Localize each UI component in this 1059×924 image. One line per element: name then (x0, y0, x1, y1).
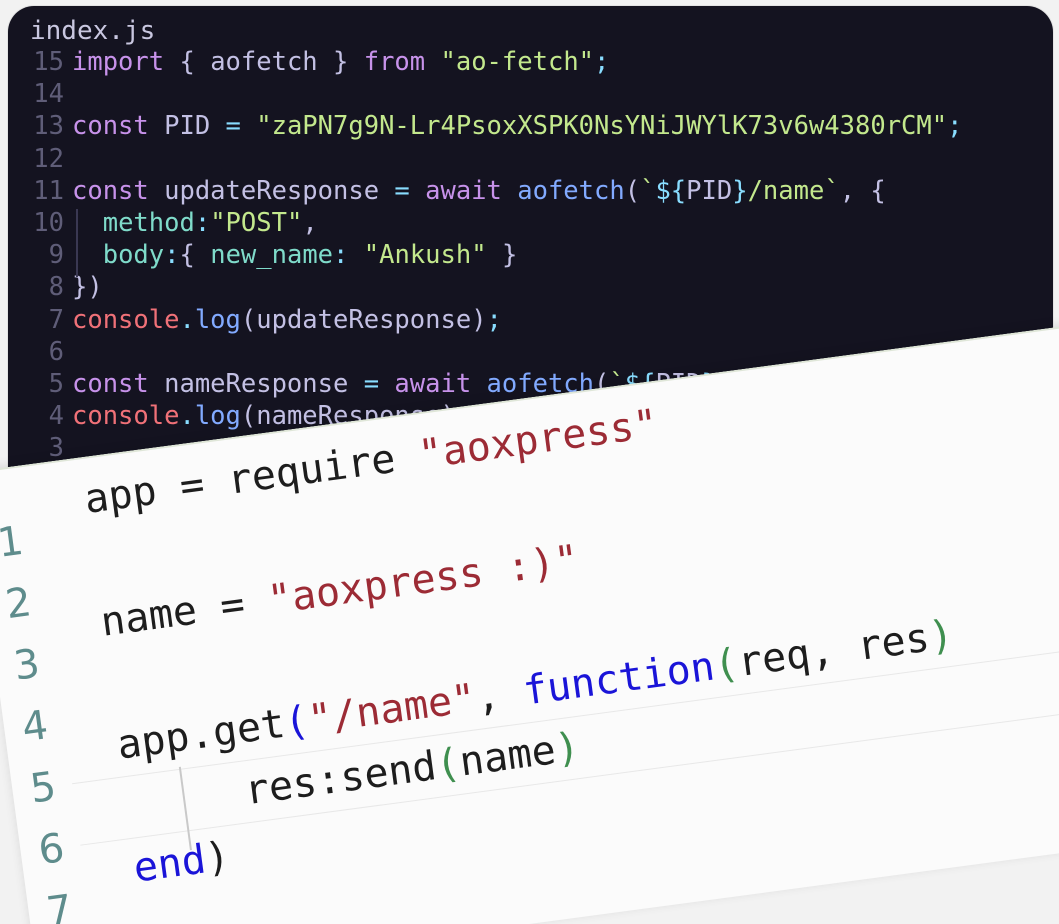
line-number: 9 (48, 240, 64, 271)
line-number: 13 (33, 111, 64, 142)
line-number: 4 (19, 702, 51, 752)
line-number: 2 (2, 579, 35, 629)
line-number: 4 (48, 401, 64, 432)
line-number: 6 (35, 825, 68, 875)
dark-code-editor[interactable]: index.js 15 import { aofetch } from "ao-f… (8, 6, 1053, 506)
line-number: 5 (27, 763, 59, 813)
code-text: name = "aoxpress :)" (98, 536, 582, 646)
line-number: 8 (48, 272, 64, 303)
line-number: 7 (43, 886, 76, 924)
line-number: 6 (48, 336, 64, 367)
code-text: const updateResponse = await aofetch(`${… (72, 175, 886, 206)
code-text: import { aofetch } from "ao-fetch"; (72, 47, 610, 77)
line-number: 10 (33, 208, 64, 238)
file-name-label: index.js (30, 16, 156, 46)
line-number: 12 (33, 143, 64, 174)
line-number: 11 (33, 175, 64, 206)
code-text: method:"POST", (102, 208, 318, 238)
code-text: console.log(updateResponse); (72, 304, 502, 335)
indent-guide (76, 209, 78, 278)
line-number: 14 (33, 79, 64, 110)
line-number: 3 (48, 433, 64, 464)
line-number: 15 (33, 47, 64, 77)
code-text: body:{ new_name: "Ankush" } (102, 240, 518, 271)
line-number: 1 (0, 517, 27, 567)
code-text: end) (130, 833, 233, 892)
line-number: 7 (48, 304, 64, 335)
line-number: 5 (48, 369, 64, 399)
code-text: const PID = "zaPN7g9N-Lr4PsoxXSPK0NsYNiJ… (72, 111, 963, 142)
code-text: }) (72, 272, 103, 303)
line-number: 3 (11, 640, 43, 690)
